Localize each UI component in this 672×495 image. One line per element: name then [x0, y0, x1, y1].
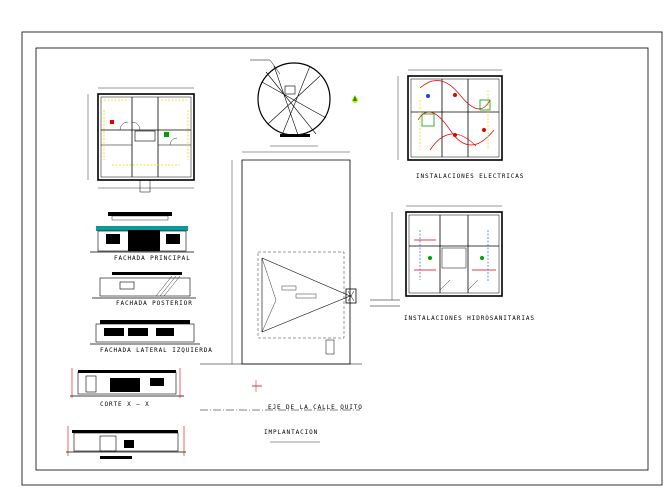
elevation-main [90, 212, 194, 253]
title-elevation-side: FACHADA LATERAL IZQUIERDA [100, 347, 213, 354]
site-plan [200, 151, 362, 443]
title-elevation-rear: FACHADA POSTERIOR [116, 300, 193, 307]
location-detail [250, 59, 331, 147]
label-street-axis: EJE DE LA CALLE QUITO [268, 404, 363, 411]
title-section: CORTE X — X [100, 401, 150, 408]
title-plumbing: INSTALACIONES HIDROSANITARIAS [404, 315, 535, 322]
title-electrical: INSTALACIONES ELECTRICAS [416, 173, 525, 180]
section-cut [70, 368, 184, 398]
elevation-rear [92, 272, 196, 299]
plumbing-plan [370, 205, 503, 307]
north-arrow-icon [352, 95, 358, 103]
electrical-plan [397, 69, 503, 161]
outer-border [21, 31, 663, 486]
elevation-side [90, 320, 200, 345]
title-site-plan: IMPLANTACION [264, 429, 319, 436]
title-elevation-main: FACHADA PRINCIPAL [114, 255, 191, 262]
inner-border [35, 47, 649, 471]
floor-plan [87, 87, 195, 193]
section-bottom [66, 426, 186, 459]
